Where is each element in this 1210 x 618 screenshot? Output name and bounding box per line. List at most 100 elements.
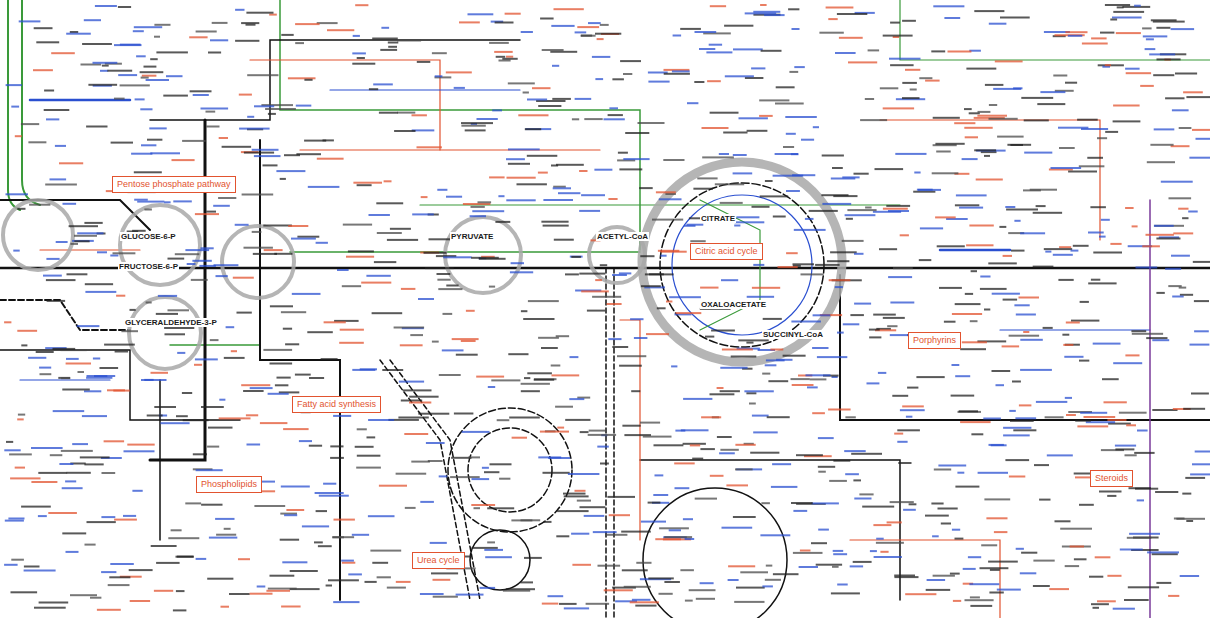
annotation-mark bbox=[193, 453, 207, 455]
annotation-mark bbox=[607, 496, 635, 498]
annotation-mark bbox=[1145, 48, 1156, 50]
annotation-mark bbox=[1099, 236, 1106, 238]
annotation-mark bbox=[773, 216, 786, 218]
annotation-mark bbox=[459, 21, 480, 23]
annotation-mark bbox=[418, 298, 434, 300]
annotation-mark bbox=[252, 149, 279, 151]
annotation-mark bbox=[580, 506, 606, 508]
annotation-mark bbox=[1101, 219, 1110, 221]
annotation-mark bbox=[1021, 97, 1053, 99]
annotation-mark bbox=[721, 279, 738, 281]
annotation-mark bbox=[622, 569, 648, 571]
annotation-mark bbox=[216, 275, 228, 277]
annotation-mark bbox=[1105, 64, 1111, 66]
annotation-mark bbox=[739, 117, 768, 119]
annotation-mark bbox=[281, 606, 301, 608]
annotation-mark bbox=[224, 357, 245, 359]
annotation-mark bbox=[761, 50, 782, 52]
annotation-mark bbox=[1126, 424, 1136, 426]
annotation-mark bbox=[1093, 252, 1122, 254]
annotation-mark bbox=[645, 273, 674, 275]
annotation-mark bbox=[710, 393, 735, 395]
annotation-mark bbox=[471, 206, 485, 208]
annotation-mark bbox=[617, 355, 646, 357]
pathway-box: Phospholipids bbox=[196, 476, 262, 493]
annotation-mark bbox=[1023, 189, 1041, 191]
annotation-mark bbox=[711, 330, 735, 332]
annotation-mark bbox=[673, 35, 682, 37]
annotation-mark bbox=[411, 461, 430, 463]
annotation-mark bbox=[118, 6, 131, 8]
annotation-mark bbox=[636, 562, 651, 564]
annotation-mark bbox=[680, 28, 701, 30]
annotation-mark bbox=[600, 24, 609, 26]
annotation-mark bbox=[330, 445, 343, 447]
annotation-mark bbox=[981, 544, 997, 546]
annotation-mark bbox=[1128, 586, 1159, 588]
annotation-mark bbox=[296, 105, 312, 107]
annotation-mark bbox=[710, 475, 724, 477]
annotation-mark bbox=[1182, 217, 1188, 219]
annotation-mark bbox=[185, 249, 209, 251]
annotation-mark bbox=[570, 256, 583, 258]
annotation-mark bbox=[277, 377, 291, 379]
annotation-mark bbox=[58, 377, 70, 379]
annotation-mark bbox=[1007, 144, 1031, 146]
annotation-mark bbox=[828, 409, 851, 411]
annotation-mark bbox=[862, 506, 894, 508]
annotation-mark bbox=[280, 539, 299, 541]
annotation-mark bbox=[962, 158, 978, 160]
annotation-mark bbox=[62, 389, 90, 391]
annotation-mark bbox=[1179, 127, 1192, 129]
annotation-mark bbox=[793, 510, 807, 512]
annotation-mark bbox=[1040, 91, 1065, 93]
annotation-mark bbox=[487, 541, 495, 543]
annotation-mark bbox=[989, 118, 1018, 120]
annotation-mark bbox=[142, 75, 157, 77]
annotation-mark bbox=[146, 79, 169, 81]
annotation-mark bbox=[619, 168, 642, 170]
annotation-mark bbox=[348, 250, 374, 252]
annotation-mark bbox=[734, 225, 740, 227]
annotation-mark bbox=[799, 566, 818, 568]
annotation-mark bbox=[818, 466, 835, 468]
annotation-mark bbox=[592, 296, 621, 298]
annotation-mark bbox=[740, 571, 768, 573]
annotation-mark bbox=[327, 29, 354, 31]
annotation-mark bbox=[525, 128, 541, 130]
annotation-mark bbox=[1113, 608, 1135, 610]
annotation-mark bbox=[933, 575, 955, 577]
annotation-mark bbox=[520, 581, 533, 583]
annotation-mark bbox=[175, 253, 200, 255]
annotation-mark bbox=[791, 153, 799, 155]
annotation-mark bbox=[959, 410, 978, 412]
annotation-mark bbox=[1055, 34, 1085, 36]
annotation-mark bbox=[163, 95, 188, 97]
annotation-mark bbox=[835, 286, 843, 288]
annotation-mark bbox=[282, 561, 307, 563]
annotation-mark bbox=[694, 81, 704, 83]
annotation-mark bbox=[1024, 119, 1049, 121]
annotation-mark bbox=[104, 440, 125, 442]
annotation-mark bbox=[811, 542, 827, 544]
annotation-mark bbox=[959, 207, 983, 209]
annotation-mark bbox=[405, 507, 416, 509]
annotation-mark bbox=[1091, 37, 1107, 39]
annotation-mark bbox=[980, 288, 1007, 290]
annotation-mark bbox=[524, 377, 530, 379]
annotation-mark bbox=[655, 538, 681, 540]
annotation-mark bbox=[1039, 499, 1050, 501]
annotation-mark bbox=[24, 566, 40, 568]
annotation-mark bbox=[250, 593, 273, 595]
annotation-mark bbox=[559, 603, 577, 605]
annotation-mark bbox=[418, 413, 449, 415]
annotation-mark bbox=[584, 118, 602, 120]
annotation-mark bbox=[587, 310, 605, 312]
annotation-mark bbox=[1021, 552, 1037, 554]
annotation-mark bbox=[710, 5, 726, 7]
annotation-mark bbox=[600, 463, 609, 465]
annotation-mark bbox=[412, 114, 427, 116]
annotation-mark bbox=[1172, 296, 1184, 298]
annotation-mark bbox=[584, 515, 605, 517]
annotation-mark bbox=[1156, 238, 1180, 240]
